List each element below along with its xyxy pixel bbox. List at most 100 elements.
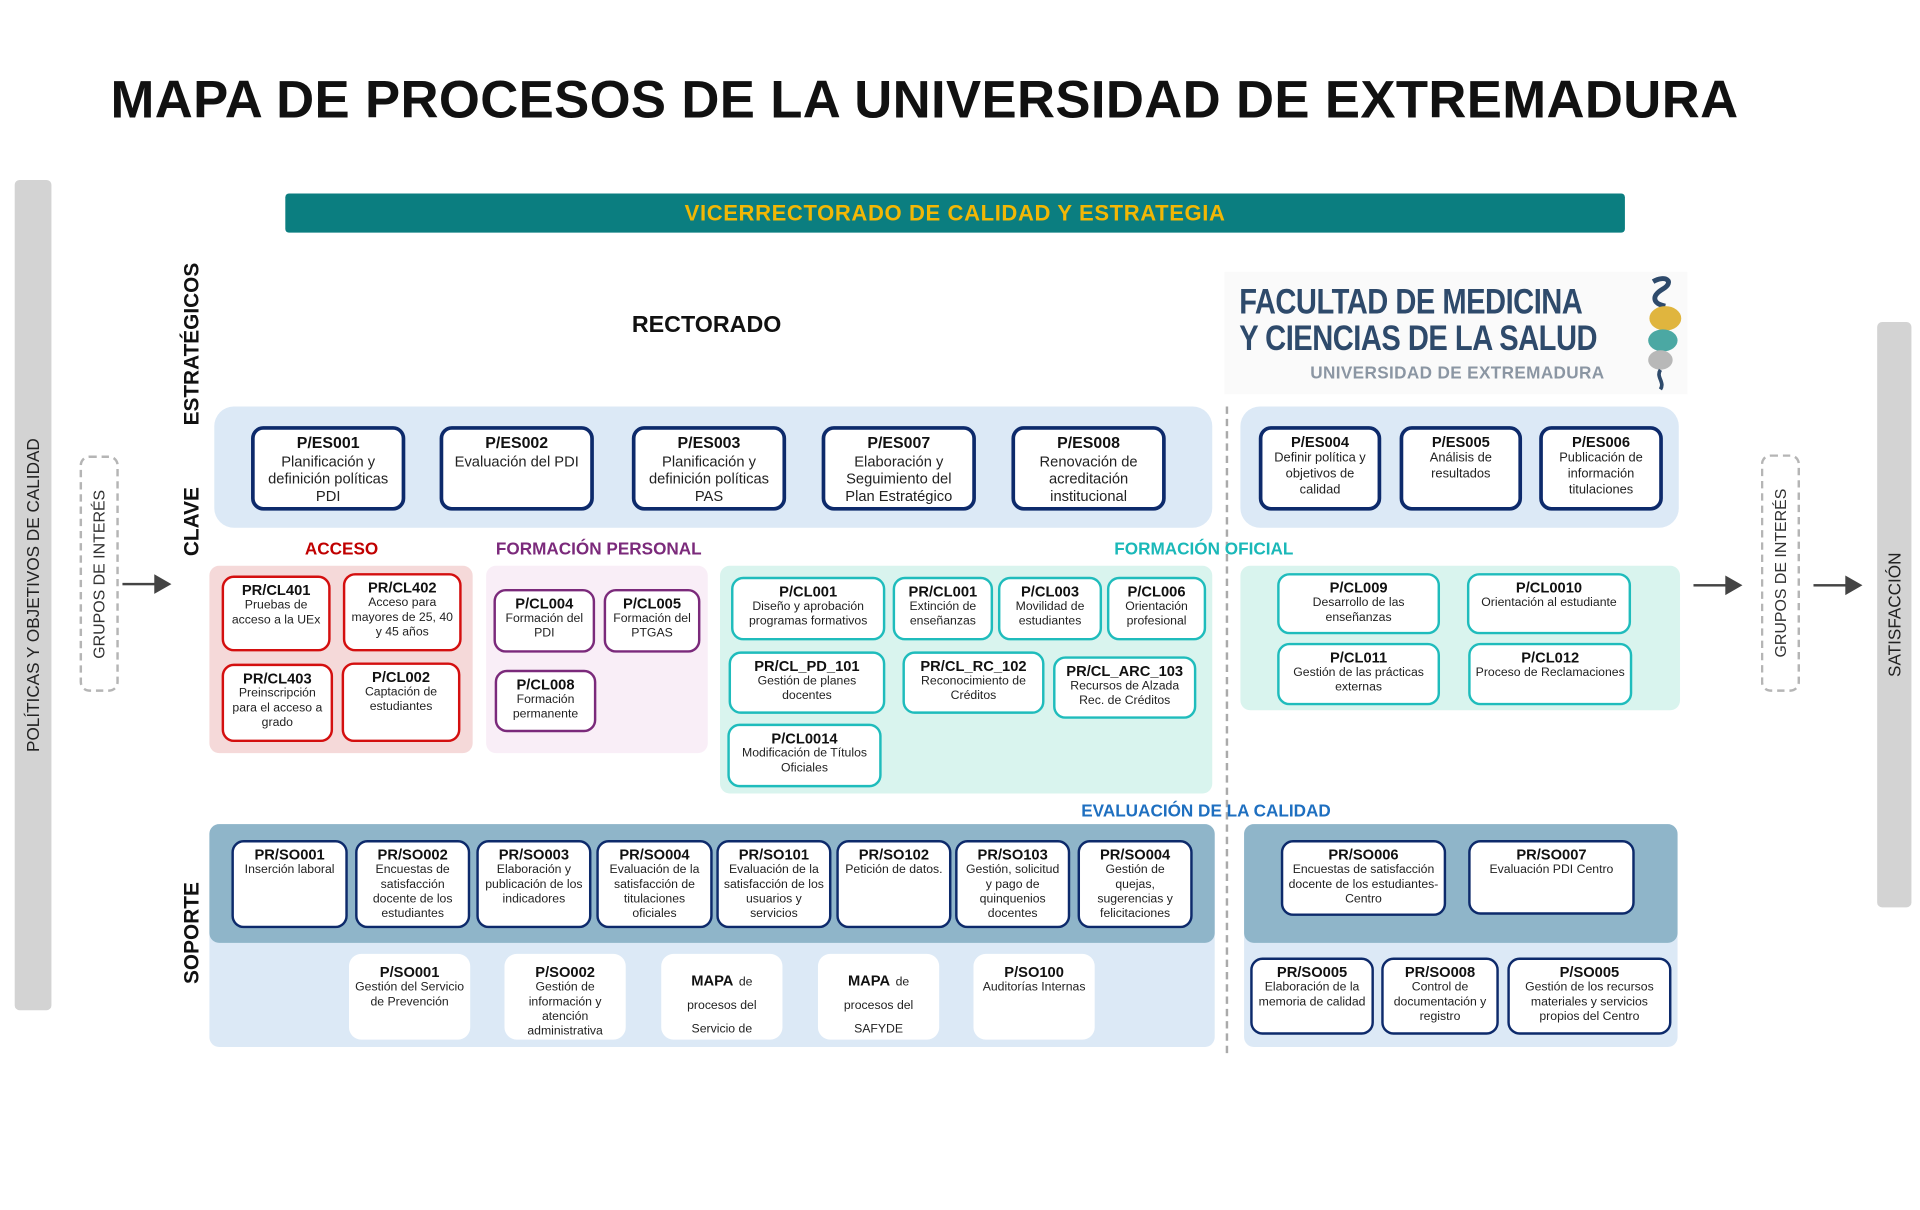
process-description: Pruebas de acceso a la UEx [231, 599, 321, 628]
process-code: P/CL001 [779, 582, 838, 601]
process-code: P/SO100 [1004, 963, 1064, 981]
logo-line3: UNIVERSIDAD DE EXTREMADURA [1310, 362, 1605, 383]
process-code: PR/SO004 [619, 846, 690, 864]
process-code: P/SO002 [535, 963, 595, 981]
process-code: PR/SO006 [1328, 846, 1399, 864]
vicerrectorado-banner: VICERRECTORADO DE CALIDAD Y ESTRATEGIA [285, 193, 1625, 233]
arrow-right-icon [122, 574, 172, 594]
process-code: PR/CL_ARC_103 [1066, 662, 1184, 680]
process-description: Gestión de información y atención admini… [527, 981, 603, 1039]
process-code: P/CL006 [1127, 582, 1186, 601]
process-description: Elaboración de la memoria de calidad [1258, 981, 1366, 1010]
policies-bar: POLÍTICAS Y OBJETIVOS DE CALIDAD [14, 180, 52, 1011]
process-code: P/CL008 [516, 675, 575, 694]
process-box-support-university[interactable]: MAPA de procesos del Servicio de Bibliot… [661, 953, 783, 1040]
process-description: Gestión de las prácticas externas [1293, 666, 1424, 695]
process-description: de procesos del SAFYDE [843, 975, 914, 1037]
strategic-label: ESTRATÉGICOS [180, 262, 204, 426]
process-box-support-university[interactable]: MAPA de procesos del SAFYDE [817, 953, 940, 1040]
process-code: P/ES003 [677, 433, 741, 452]
process-code: P/CL011 [1329, 648, 1388, 667]
section-evaluacion: EVALUACIÓN DE LA CALIDAD [1081, 800, 1331, 821]
process-description: Definir política y objetivos de calidad [1274, 451, 1366, 497]
policies-label: POLÍTICAS Y OBJETIVOS DE CALIDAD [23, 438, 43, 752]
process-code: P/CL002 [372, 668, 431, 686]
process-code: P/ES002 [485, 433, 549, 452]
process-description: Elaboración y publicación de los indicad… [485, 863, 583, 907]
process-description: Publicación de información titulaciones [1559, 451, 1643, 497]
process-code: P/ES004 [1291, 433, 1350, 451]
process-description: Gestión de planes docentes [757, 675, 857, 704]
process-code: PR/CL401 [241, 581, 311, 599]
process-description: Preinscripción para el acceso a grado [232, 687, 323, 731]
process-code: PR/SO103 [977, 846, 1048, 864]
section-acceso: ACCESO [304, 538, 379, 559]
process-description: Captación de estudiantes [364, 686, 438, 715]
process-code: PR/SO002 [377, 846, 448, 864]
process-description: Elaboración y Seguimiento del Plan Estra… [845, 452, 953, 505]
process-code: PR/SO004 [1099, 846, 1171, 864]
process-code: PR/CL_RC_102 [920, 657, 1027, 675]
process-description: Control de documentación y registro [1393, 981, 1487, 1025]
process-description: Evaluación de la satisfacción de titulac… [609, 863, 700, 922]
process-code: PR/CL403 [243, 669, 312, 687]
process-code: P/CL003 [1021, 582, 1079, 601]
process-description: Auditorías Internas [982, 981, 1086, 995]
logo-line2: Y CIENCIAS DE LA SALUD [1239, 319, 1598, 359]
arrow-right-icon [1693, 575, 1743, 596]
process-code: PR/SO102 [858, 846, 930, 864]
process-description: Recursos de Alzada Rec. de Créditos [1070, 680, 1180, 709]
process-description: Evaluación del PDI [454, 452, 579, 470]
process-description: Desarrollo de las enseñanzas [1312, 596, 1405, 625]
process-description: Extinción de enseñanzas [909, 600, 977, 629]
process-code: PR/SO003 [498, 846, 570, 864]
stakeholders-right-box: GRUPOS DE INTERÉS [1760, 454, 1801, 692]
process-description: Reconocimiento de Créditos [921, 675, 1026, 704]
process-description: Renovación de acreditación institucional [1039, 452, 1138, 505]
